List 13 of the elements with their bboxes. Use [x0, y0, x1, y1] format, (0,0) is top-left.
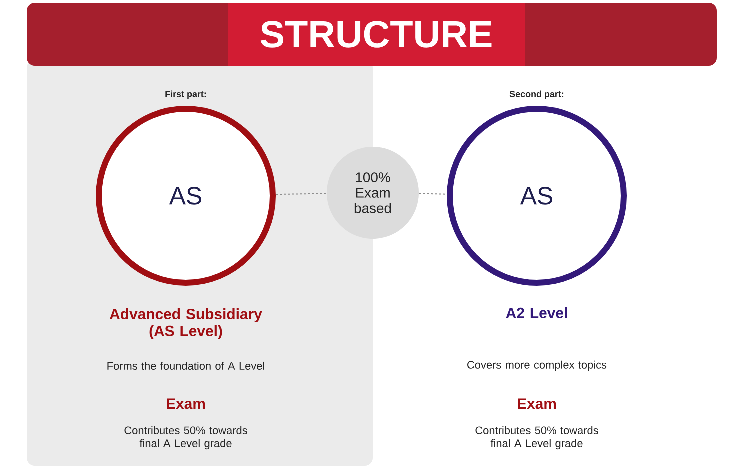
description-text: Covers more complex topics	[468, 360, 607, 372]
part-caption: Second part:	[510, 90, 564, 100]
title-banner: STRUCTURE	[228, 3, 525, 66]
connector-line	[276, 193, 328, 196]
part-caption: First part:	[166, 90, 206, 100]
exam-text: Contributes 50% towards final A Level grade	[476, 426, 598, 450]
description-text: Forms the foundation of A Level	[108, 362, 264, 370]
level-heading: Advanced Subsidiary (AS Level)	[110, 308, 262, 340]
level-heading: A2 Level	[506, 308, 568, 318]
exam-heading: Exam	[518, 398, 556, 410]
exam-heading: Exam	[167, 398, 205, 410]
exam-text: Contributes 50% towards final A Level grade	[124, 426, 248, 450]
connector-line	[418, 193, 448, 195]
